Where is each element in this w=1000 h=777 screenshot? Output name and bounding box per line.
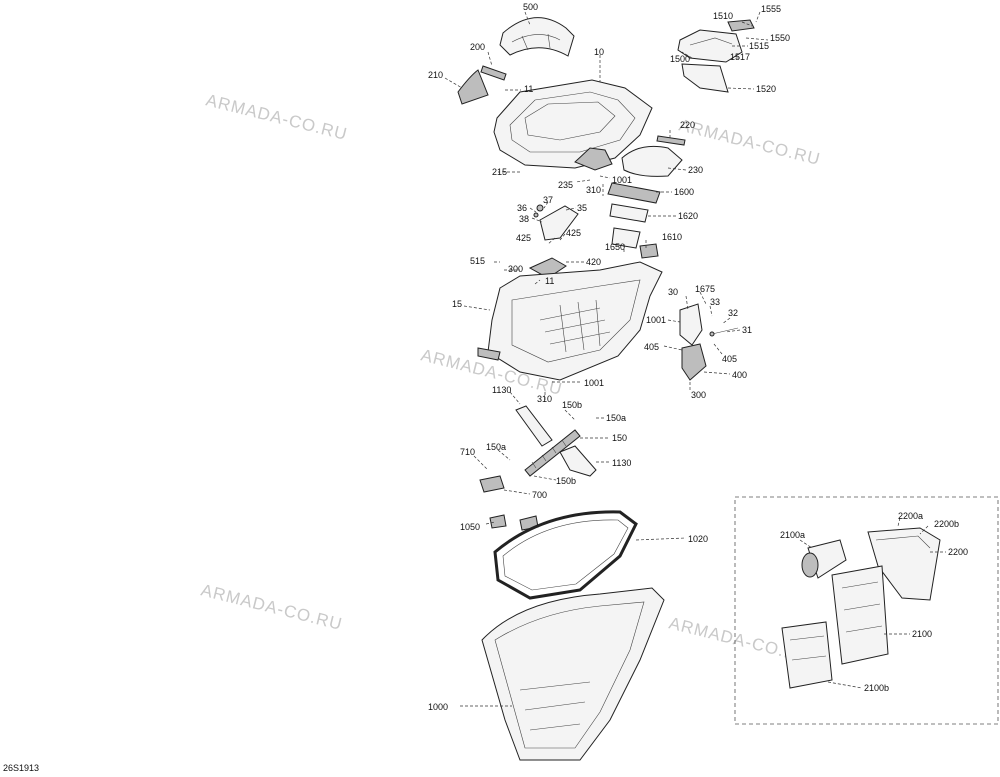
part-1500-rear-cover[interactable] — [677, 19, 755, 93]
label-1001-a: 1001 — [612, 175, 632, 185]
label-515: 515 — [470, 256, 485, 266]
label-1000: 1000 — [428, 702, 448, 712]
watermark-4: ARMADA-CO.RU — [199, 580, 344, 634]
label-230: 230 — [688, 165, 703, 175]
label-31: 31 — [742, 325, 752, 335]
label-1675: 1675 — [695, 284, 715, 294]
part-1650-clip[interactable] — [611, 227, 641, 249]
part-2100-filter[interactable] — [831, 565, 889, 665]
label-11-mid: 11 — [545, 276, 554, 286]
label-235: 235 — [558, 180, 573, 190]
part-200-strip[interactable] — [480, 65, 507, 81]
part-1130-tube-left[interactable] — [515, 405, 553, 447]
label-150a-left: 150a — [486, 442, 506, 452]
label-35: 35 — [577, 203, 587, 213]
label-220: 220 — [680, 120, 695, 130]
label-37: 37 — [543, 195, 553, 205]
part-10-seat-frame[interactable] — [493, 79, 653, 171]
label-310-a: 310 — [586, 185, 601, 195]
part-35-hinge[interactable] — [533, 204, 579, 241]
label-150: 150 — [612, 433, 627, 443]
label-1600: 1600 — [674, 187, 694, 197]
part-2100b-frame[interactable] — [781, 621, 833, 689]
label-33: 33 — [710, 297, 720, 307]
part-2200-housing[interactable] — [867, 527, 941, 601]
label-38: 38 — [519, 214, 529, 224]
label-1130-left: 1130 — [492, 385, 511, 395]
label-30: 30 — [668, 287, 678, 297]
part-500-top-cover[interactable] — [499, 17, 575, 57]
part-700-latch[interactable] — [479, 475, 505, 493]
label-32: 32 — [728, 308, 738, 318]
label-1050: 1050 — [460, 522, 480, 532]
label-200: 200 — [470, 42, 485, 52]
leader-lines — [444, 11, 946, 707]
label-1610: 1610 — [662, 232, 682, 242]
part-1600-rail[interactable] — [607, 182, 661, 223]
label-2200a: 2200a — [898, 511, 923, 521]
label-425-right: 425 — [566, 228, 581, 238]
label-2100b: 2100b — [864, 683, 889, 693]
label-300-bottom: 300 — [691, 390, 706, 400]
part-15-main-frame[interactable] — [477, 261, 663, 381]
label-2100: 2100 — [912, 629, 932, 639]
label-150b-bottom: 150b — [556, 476, 576, 486]
label-1130-right: 1130 — [612, 458, 631, 468]
label-425-left: 425 — [516, 233, 531, 243]
label-300-top: 300 — [508, 264, 523, 274]
label-36: 36 — [517, 203, 527, 213]
label-1620: 1620 — [678, 211, 698, 221]
label-1550: 1550 — [770, 33, 790, 43]
label-150b-top: 150b — [562, 400, 582, 410]
label-1020: 1020 — [688, 534, 708, 544]
part-150-spring[interactable] — [524, 429, 581, 477]
part-2100a-cup[interactable] — [801, 539, 847, 579]
label-2200: 2200 — [948, 547, 968, 557]
label-1555: 1555 — [761, 4, 781, 14]
label-1517: 1517 — [730, 52, 750, 62]
label-1515: 1515 — [749, 41, 769, 51]
label-700: 700 — [532, 490, 547, 500]
label-405-left: 405 — [644, 342, 659, 352]
label-1520: 1520 — [756, 84, 776, 94]
label-215: 215 — [492, 167, 507, 177]
label-420: 420 — [586, 257, 601, 267]
label-2100a: 2100a — [780, 530, 805, 540]
part-1130-tube-right[interactable] — [559, 445, 597, 477]
label-405-right: 405 — [722, 354, 737, 364]
part-labels: 500 200 210 11 10 1510 1555 1550 1515 15… — [3, 2, 968, 773]
label-1500: 1500 — [670, 54, 690, 64]
label-400: 400 — [732, 370, 747, 380]
part-1610-latch[interactable] — [639, 243, 659, 259]
label-10: 10 — [594, 47, 604, 57]
part-210-cap[interactable] — [457, 69, 489, 105]
label-150a-right: 150a — [606, 413, 626, 423]
label-1650: 1650 — [605, 242, 625, 252]
label-500: 500 — [523, 2, 538, 12]
part-1000-storage-bin[interactable] — [481, 587, 665, 761]
part-230-side-panel[interactable] — [621, 145, 683, 177]
part-400-side-bracket[interactable] — [679, 303, 739, 381]
label-1510: 1510 — [713, 11, 733, 21]
label-1001-c: 1001 — [584, 378, 604, 388]
watermark-group: ARMADA-CO.RU ARMADA-CO.RU ARMADA-CO.RU A… — [199, 90, 822, 667]
label-210: 210 — [428, 70, 443, 80]
watermark-1: ARMADA-CO.RU — [204, 90, 349, 144]
label-1001-b: 1001 — [646, 315, 666, 325]
label-11-top: 11 — [524, 84, 533, 94]
label-710: 710 — [460, 447, 475, 457]
drawing-id: 26S1913 — [3, 763, 39, 773]
label-15: 15 — [452, 299, 462, 309]
part-220-small-strip[interactable] — [656, 135, 686, 146]
label-2200b: 2200b — [934, 519, 959, 529]
label-310-b: 310 — [537, 394, 552, 404]
watermark-2: ARMADA-CO.RU — [677, 115, 822, 169]
part-1020-gasket[interactable] — [493, 510, 638, 600]
